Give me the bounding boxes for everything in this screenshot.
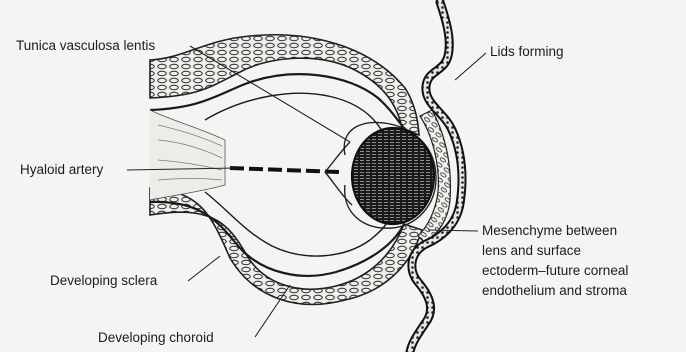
label-mesenchyme-line-4: endothelium and stroma bbox=[482, 281, 628, 301]
lens bbox=[352, 128, 434, 224]
optic-cup-upper-inner bbox=[205, 93, 386, 140]
label-mesenchyme-line-2: lens and surface bbox=[482, 241, 628, 261]
leader-lids bbox=[455, 53, 486, 80]
label-mesenchyme: Mesenchyme between lens and surface ecto… bbox=[482, 221, 628, 301]
leader-sclera bbox=[188, 256, 220, 281]
label-developing-choroid: Developing choroid bbox=[98, 330, 214, 346]
hyaloid-artery-vessel bbox=[230, 168, 340, 172]
optic-stalk bbox=[150, 110, 225, 200]
label-developing-sclera: Developing sclera bbox=[50, 273, 157, 289]
label-mesenchyme-line-3: ectoderm–future corneal bbox=[482, 261, 628, 281]
label-lids-forming: Lids forming bbox=[490, 44, 564, 60]
label-hyaloid-artery: Hyaloid artery bbox=[20, 162, 103, 178]
label-tunica-vasculosa-lentis: Tunica vasculosa lentis bbox=[16, 38, 155, 54]
outer-layer-upper bbox=[150, 35, 419, 135]
label-mesenchyme-line-1: Mesenchyme between bbox=[482, 221, 628, 241]
